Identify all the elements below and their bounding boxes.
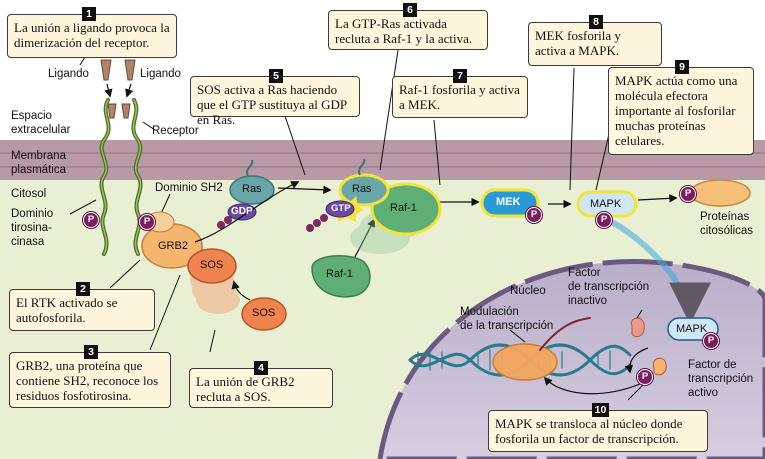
callout-pointers	[79, 49, 651, 401]
extracellular-space-label: Espacio extracelular	[11, 110, 71, 136]
grb2-label: GRB2	[158, 240, 188, 252]
tyrosine-kinase-domain-label: Dominio tirosina- cinasa	[11, 208, 54, 248]
transcript-rna	[539, 317, 591, 351]
phosphate-receptor-left: P	[83, 212, 99, 228]
step-6-text: La GTP-Ras activada recluta a Raf-1 y la…	[335, 16, 473, 46]
step-1-number: 1	[82, 7, 96, 21]
rna-polymerase	[492, 343, 558, 381]
mapk-translocation-arrow	[602, 215, 711, 325]
phosphate-tf-active: P	[637, 369, 653, 385]
ligand-label-right: Ligando	[140, 68, 181, 80]
nucleus-label: Núcleo	[510, 285, 546, 297]
step-5-callout: 5 SOS activa a Ras haciendo que el GTP s…	[190, 69, 360, 127]
step-1-callout: 1 La unión a ligando provoca la dimeriza…	[7, 7, 177, 58]
raf-free-label: Raf-1	[326, 268, 353, 280]
step-3-callout: 3 GRB2, una proteína que contiene SH2, r…	[9, 345, 171, 408]
step-2-text: El RTK activado se autofosforila.	[16, 295, 118, 325]
cytosol-label: Citosol	[11, 188, 47, 200]
mek-shape	[480, 188, 540, 218]
step-1-text: La unión a ligando provoca la dimerizaci…	[14, 20, 170, 50]
ras-active-label: Ras	[352, 183, 372, 195]
step-4-number: 4	[254, 361, 268, 375]
tf-active-shape	[652, 357, 667, 376]
step-6-callout: 6 La GTP-Ras activada recluta a Raf-1 y …	[328, 3, 488, 50]
step-6-number: 6	[403, 3, 417, 17]
step-5-number: 5	[269, 69, 283, 83]
ligands	[100, 59, 136, 119]
step-10-callout: 10 MAPK se transloca al núcleo donde fos…	[488, 403, 708, 452]
step-3-text: GRB2, una proteína que contiene SH2, rec…	[16, 358, 159, 403]
sos-label: SOS	[200, 259, 224, 271]
raf-free-shape	[311, 255, 371, 298]
phosphate-receptor-right: P	[139, 214, 155, 230]
plasma-membrane-label: Membrana plasmática	[11, 150, 66, 176]
dna-helix	[408, 317, 632, 381]
sos-free-label: SOS	[252, 307, 276, 319]
mapk-nuclear-label: MAPK	[676, 323, 708, 335]
step-7-callout: 7 Raf-1 fosforila y activa a MEK.	[392, 69, 528, 118]
step-8-number: 8	[589, 15, 603, 29]
sh2-domain-label: Dominio SH2	[155, 182, 223, 194]
mek-label: MEK	[496, 196, 521, 208]
active-tf-label: Factor de transcripción activo	[688, 359, 754, 399]
nucleus	[377, 259, 765, 459]
step-2-callout: 2 El RTK activado se autofosforila.	[9, 282, 155, 331]
phosphate-mek: P	[526, 207, 542, 223]
step-7-text: Raf-1 fosforila y activa a MEK.	[399, 82, 520, 112]
step-9-number: 9	[675, 60, 689, 74]
ras-active-shape	[338, 173, 390, 207]
inactive-tf-label: Factor de transcripción inactivo	[568, 267, 650, 307]
step-5-text: SOS activa a Ras haciendo que el GTP sus…	[197, 82, 347, 127]
transcription-modulation-label: Modulación de la transcripción	[460, 306, 554, 332]
step-10-number: 10	[592, 403, 609, 417]
step-8-callout: 8 MEK fosforila y activa a MAPK.	[528, 15, 662, 66]
step-9-text: MAPK actúa como una molécula efectora im…	[615, 73, 738, 148]
gdp-label: GDP	[231, 206, 253, 217]
tf-inactive-shape	[630, 317, 645, 338]
raf-active-shape	[370, 182, 442, 236]
receptor-label: Receptor	[152, 125, 199, 137]
cytosolic-protein-shape	[689, 179, 751, 207]
step-9-callout: 9 MAPK actúa como una molécula efectora …	[608, 60, 754, 155]
cytosolic-proteins-label: Proteínas citosólicas	[700, 211, 754, 237]
mapk-label: MAPK	[590, 198, 622, 210]
step-8-text: MEK fosforila y activa a MAPK.	[535, 28, 621, 58]
gtp-label: GTP	[331, 203, 351, 214]
ligand-label-left: Ligando	[48, 68, 89, 80]
raf-active-label: Raf-1	[390, 202, 417, 214]
sos-shape	[187, 248, 237, 284]
step-3-number: 3	[84, 345, 98, 359]
phosphate-mapk-nuclear: P	[703, 333, 719, 349]
phosphate-mapk: P	[596, 212, 612, 228]
step-4-callout: 4 La unión de GRB2 recluta a SOS.	[189, 361, 333, 408]
step-10-text: MAPK se transloca al núcleo donde fosfor…	[495, 416, 683, 446]
phosphate-cytosolic-protein: P	[680, 186, 696, 202]
step-2-number: 2	[76, 282, 90, 296]
sos-free-shape	[241, 297, 287, 331]
step-7-number: 7	[453, 69, 467, 83]
ras-shape	[229, 175, 275, 205]
ras-label: Ras	[242, 183, 262, 195]
step-4-text: La unión de GRB2 recluta a SOS.	[196, 374, 295, 404]
